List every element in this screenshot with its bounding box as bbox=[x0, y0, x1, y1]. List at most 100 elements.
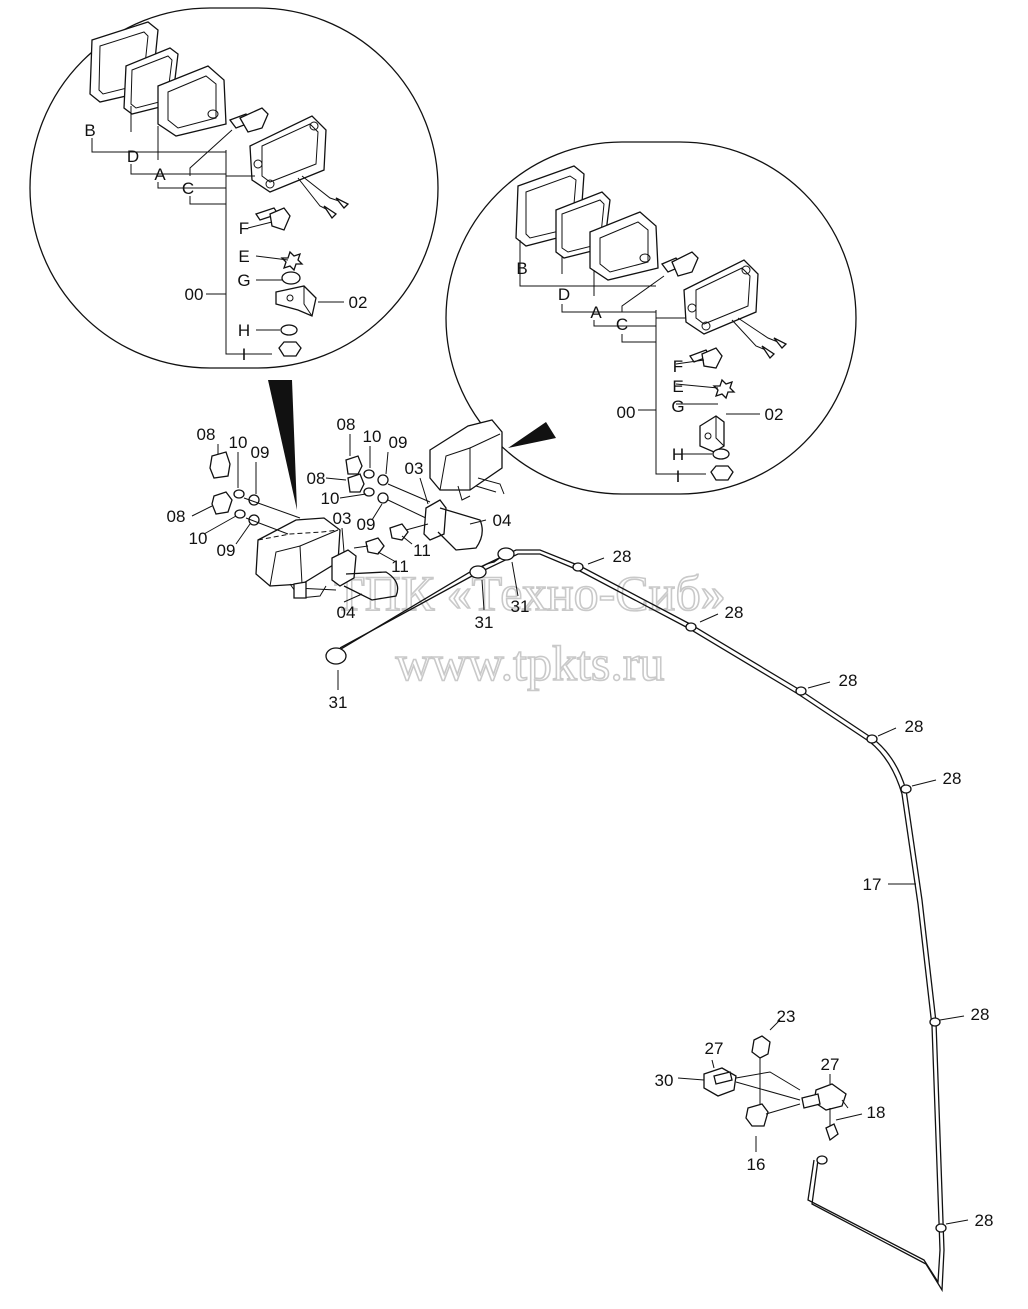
callout-09: 09 bbox=[251, 443, 270, 462]
label-c-right: C bbox=[616, 315, 628, 334]
detail-left-outline bbox=[29, 7, 439, 369]
callout-09: 09 bbox=[217, 541, 236, 560]
label-a-right: A bbox=[590, 303, 602, 322]
clamp-31-c bbox=[497, 547, 515, 561]
u-bolt-04-a bbox=[343, 571, 399, 601]
detail-right-pointer bbox=[508, 422, 556, 448]
callout-17: 17 bbox=[863, 875, 882, 894]
switch-16 bbox=[745, 1103, 769, 1127]
callout-08: 08 bbox=[307, 469, 326, 488]
lens-a bbox=[157, 65, 227, 137]
star-washer-e-right bbox=[712, 378, 736, 400]
screw-f-right bbox=[689, 347, 723, 369]
bolt-08-c bbox=[345, 455, 363, 475]
lens-a-right bbox=[589, 211, 659, 281]
callout-28: 28 bbox=[971, 1005, 990, 1024]
bolt-08-d bbox=[347, 473, 365, 493]
star-washer-e bbox=[280, 250, 304, 272]
label-e-right: E bbox=[672, 377, 683, 396]
label-b-left: B bbox=[84, 121, 95, 140]
nut-i-right bbox=[710, 465, 734, 481]
detail-left: B D A C F E G 00 02 H I bbox=[29, 7, 439, 510]
callout-30: 30 bbox=[655, 1071, 674, 1090]
label-f-left: F bbox=[239, 219, 249, 238]
bulb-18 bbox=[825, 1123, 839, 1142]
clamp-31-a bbox=[325, 647, 347, 665]
washer-09-c bbox=[377, 474, 389, 486]
label-g-left: G bbox=[237, 271, 250, 290]
callout-04: 04 bbox=[337, 603, 356, 622]
callout-04: 04 bbox=[493, 511, 512, 530]
tie-28-f bbox=[929, 1017, 941, 1027]
lamp-housing-left bbox=[249, 115, 350, 220]
tie-28-g bbox=[935, 1223, 947, 1233]
callout-28: 28 bbox=[613, 547, 632, 566]
bracket-02-right bbox=[699, 415, 725, 453]
callout-31: 31 bbox=[511, 597, 530, 616]
washer-10-c bbox=[363, 469, 375, 479]
label-f-right: F bbox=[673, 357, 683, 376]
label-00-left: 00 bbox=[185, 285, 204, 304]
bulb-c-right bbox=[660, 251, 699, 277]
label-b-right: B bbox=[516, 259, 527, 278]
harness-main bbox=[335, 549, 945, 1293]
tie-28-e bbox=[900, 784, 912, 794]
washer-09-d bbox=[377, 492, 389, 504]
callout-10: 10 bbox=[321, 489, 340, 508]
screw-f bbox=[254, 207, 291, 231]
label-00-right: 00 bbox=[617, 403, 636, 422]
label-c-left: C bbox=[182, 179, 194, 198]
watermark-line2: www.tpkts.ru bbox=[396, 635, 665, 691]
tie-28-c bbox=[795, 686, 807, 696]
label-d-left: D bbox=[127, 147, 139, 166]
screw-11-b bbox=[389, 523, 409, 541]
lamp-housing-right bbox=[683, 259, 788, 360]
bracket-03-a bbox=[331, 549, 357, 587]
callout-28: 28 bbox=[839, 671, 858, 690]
connector-23 bbox=[751, 1035, 771, 1059]
detail-right: B D A C F E G 00 02 H I bbox=[445, 141, 857, 495]
callout-03: 03 bbox=[333, 509, 352, 528]
label-02-left: 02 bbox=[349, 293, 368, 312]
callout-09: 09 bbox=[357, 515, 376, 534]
label-e-left: E bbox=[238, 247, 249, 266]
callout-08: 08 bbox=[167, 507, 186, 526]
washer-h-right bbox=[712, 448, 730, 460]
callout-08: 08 bbox=[337, 415, 356, 434]
bulb-c bbox=[228, 107, 269, 133]
clamp-31-b bbox=[469, 565, 487, 579]
label-g-right: G bbox=[671, 397, 684, 416]
watermark: ТПК «Техно-Сиб» www.tpkts.ru bbox=[333, 564, 726, 692]
callout-10: 10 bbox=[189, 529, 208, 548]
callout-10: 10 bbox=[363, 427, 382, 446]
u-bolt-04-b bbox=[437, 507, 483, 551]
washer-10-d bbox=[363, 487, 375, 497]
washer-10-b bbox=[234, 509, 246, 519]
washer-10-a bbox=[233, 489, 245, 499]
tie-28-a bbox=[572, 562, 584, 572]
tie-28-b bbox=[685, 622, 697, 632]
label-h-left: H bbox=[238, 321, 250, 340]
callout-16: 16 bbox=[747, 1155, 766, 1174]
callout-28: 28 bbox=[943, 769, 962, 788]
watermark-line1: ТПК «Техно-Сиб» bbox=[334, 565, 726, 621]
callout-09: 09 bbox=[389, 433, 408, 452]
callout-08: 08 bbox=[197, 425, 216, 444]
callout-28: 28 bbox=[725, 603, 744, 622]
lamp-right bbox=[429, 419, 505, 495]
bolt-08-a bbox=[209, 451, 231, 479]
label-i-left: I bbox=[242, 345, 247, 364]
callout-11: 11 bbox=[413, 541, 431, 560]
screw-11-a bbox=[365, 537, 385, 555]
callout-27: 27 bbox=[821, 1055, 840, 1074]
callouts: 08 10 09 08 10 09 08 10 09 08 10 09 03 0… bbox=[167, 415, 994, 1230]
callout-28: 28 bbox=[905, 717, 924, 736]
bolt-08-b bbox=[211, 491, 233, 515]
washer-h bbox=[280, 324, 298, 336]
detail-left-pointer bbox=[268, 380, 297, 510]
callout-23: 23 bbox=[777, 1007, 796, 1026]
callout-31: 31 bbox=[475, 613, 494, 632]
label-i-right: I bbox=[676, 467, 681, 486]
label-02-right: 02 bbox=[765, 405, 784, 424]
